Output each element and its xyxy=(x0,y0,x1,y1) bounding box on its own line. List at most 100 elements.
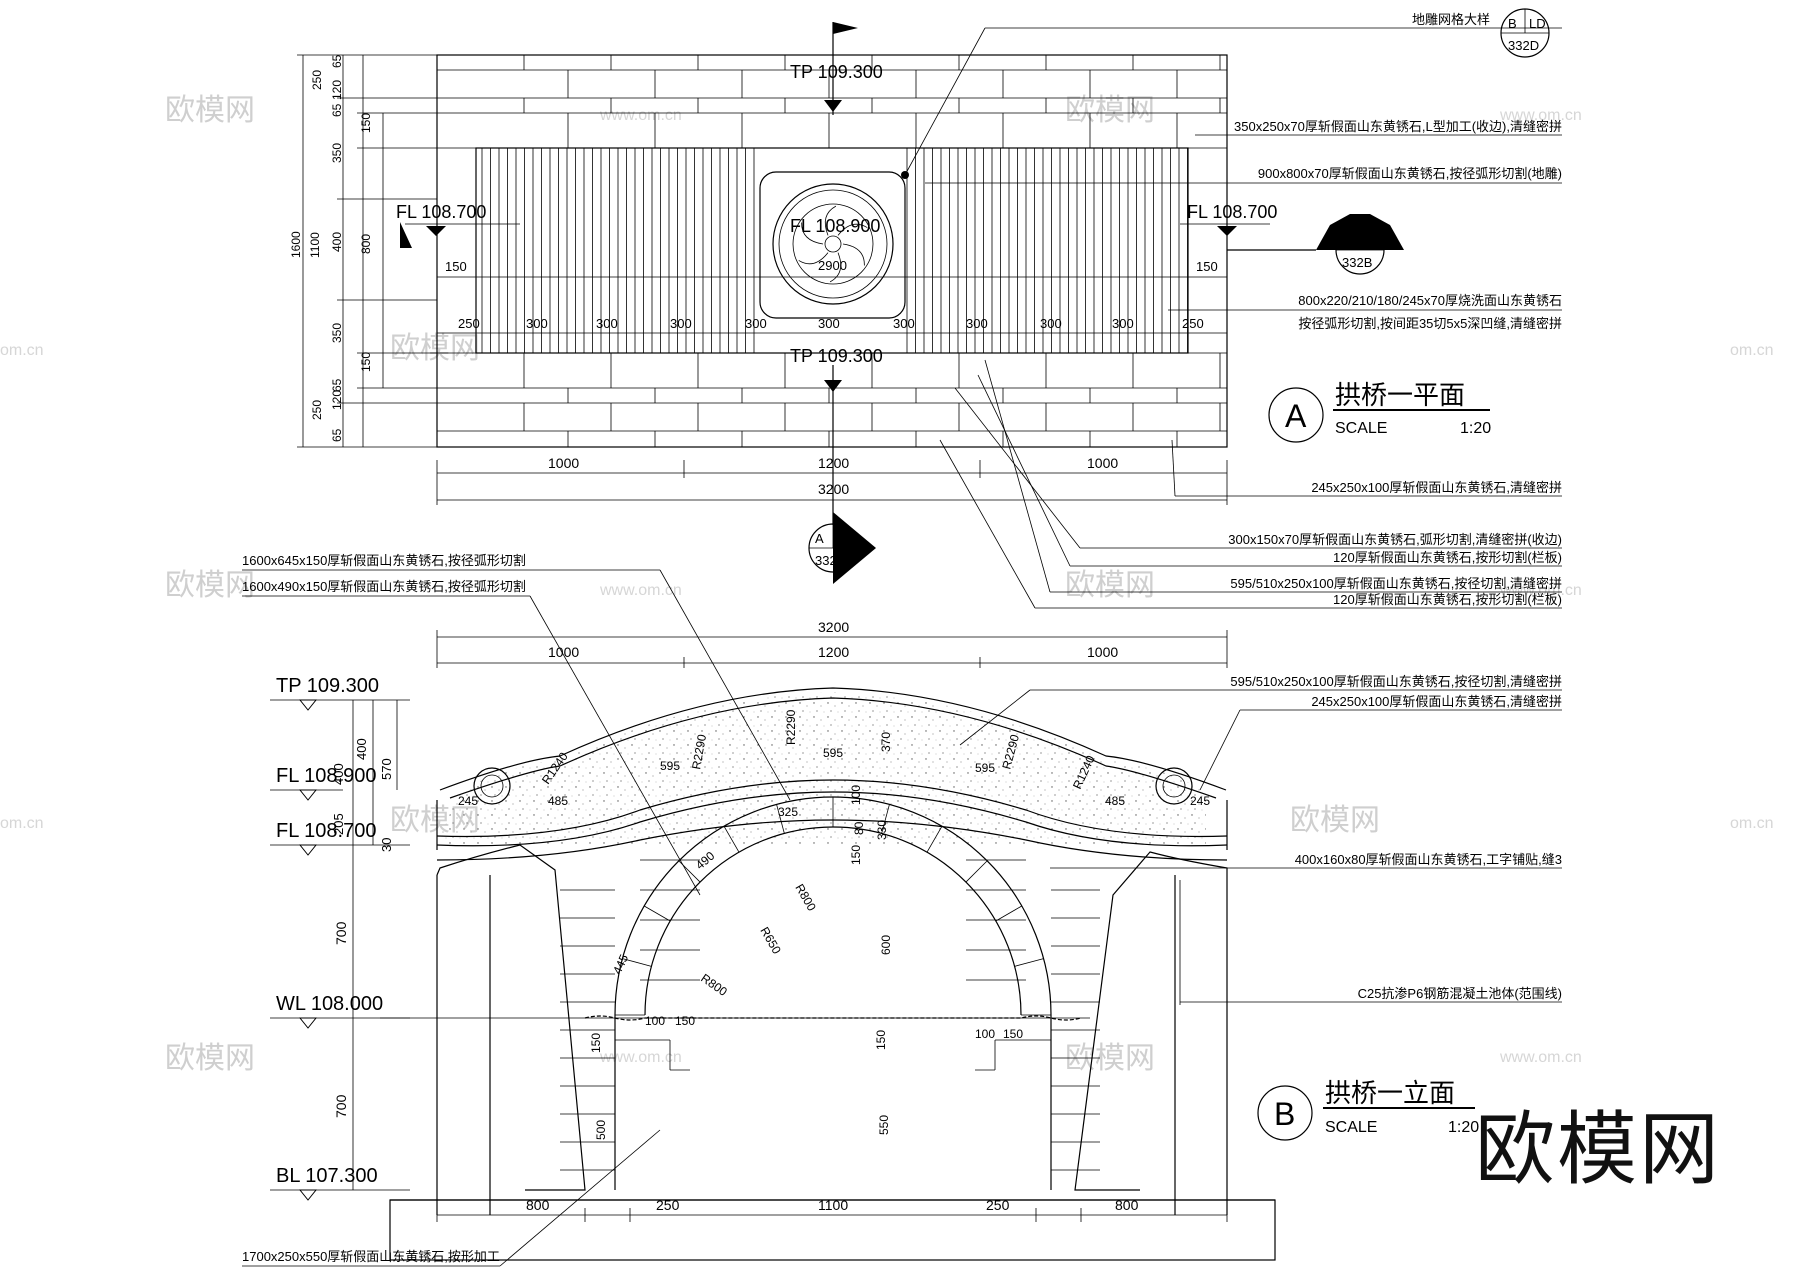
plan-medallion-frame xyxy=(759,171,906,319)
svg-text:205: 205 xyxy=(331,813,346,835)
elev-arch-dim: R2290 xyxy=(784,709,798,745)
plan-outline xyxy=(436,54,1228,448)
plan-fl-left: FL 108.700 xyxy=(396,202,486,222)
plan-scale-label: SCALE xyxy=(1335,420,1387,437)
elev-level: FL 108.700 xyxy=(276,820,376,842)
plan-left-dim: 120 xyxy=(330,80,344,100)
elev-scale-label: SCALE xyxy=(1325,1119,1377,1136)
svg-text:700: 700 xyxy=(333,921,349,945)
plan-callout: 地雕网格大样 xyxy=(1412,12,1490,27)
elev-callout-left-2: 1600x490x150厚斩假面山东黄锈石,按径弧形切割 xyxy=(242,579,526,594)
watermark-url: www.om.cn xyxy=(599,1049,682,1066)
elev-level: BL 107.300 xyxy=(276,1165,378,1187)
plan-inner-dim: 150 xyxy=(1196,259,1218,274)
elev-arch-dim: R650 xyxy=(757,925,784,957)
svg-text:1200: 1200 xyxy=(818,644,849,660)
elev-arch-dim: 80 xyxy=(852,821,866,835)
elev-arch-dim: 370 xyxy=(879,732,893,752)
plan-inner-dim: 300 xyxy=(966,316,988,331)
plan-dim-3200: 3200 xyxy=(818,481,849,497)
plan-inner-dim: 300 xyxy=(596,316,618,331)
elev-arch-dim: 150 xyxy=(675,1014,695,1028)
plan-left-dim: 120 xyxy=(330,390,344,410)
plan-medallion-outer xyxy=(772,183,894,305)
plan-inner-dim: 300 xyxy=(670,316,692,331)
plan-left-dim: 400 xyxy=(330,232,344,252)
watermark-url: om.cn xyxy=(1730,342,1774,359)
plan-callout: 按径弧形切割,按间距35切5x5深凹缝,清缝密拼 xyxy=(1298,316,1562,331)
elev-title: 拱桥一立面 xyxy=(1325,1078,1455,1108)
plan-center-dim: 2900 xyxy=(818,258,847,273)
elev-arch-dim: 150 xyxy=(874,1030,888,1050)
elev-arch-dim: 485 xyxy=(1105,794,1125,808)
elev-arch-dim: 150 xyxy=(1003,1027,1023,1041)
elev-arch-dim: 245 xyxy=(1190,794,1210,808)
watermark-url: om.cn xyxy=(0,342,44,359)
plan-callout: 900x800x70厚斩假面山东黄锈石,按径弧形切割(地雕) xyxy=(1258,166,1562,181)
elev-callout-right: 595/510x250x100厚斩假面山东黄锈石,按径切割,清缝密拼 xyxy=(1230,674,1562,689)
watermark-logo: 欧模网 xyxy=(390,332,480,365)
plan-dim-1000-left: 1000 xyxy=(548,455,579,471)
ref-bubble-bottom: A LD 332C xyxy=(808,512,876,584)
elev-arch-dim: R800 xyxy=(792,882,819,914)
plan-inner-dim: 300 xyxy=(1040,316,1062,331)
svg-text:1000: 1000 xyxy=(548,644,579,660)
elev-title-letter: B xyxy=(1274,1096,1295,1132)
svg-text:LD: LD xyxy=(836,531,853,546)
plan-inner-dim: 150 xyxy=(445,259,467,274)
watermark-logo: 欧模网 xyxy=(165,1042,255,1075)
plan-dim-1200: 1200 xyxy=(818,455,849,471)
svg-text:400: 400 xyxy=(331,763,346,785)
plan-tp-top: TP 109.300 xyxy=(790,62,883,82)
watermark-logo: 欧模网 xyxy=(1065,1042,1155,1075)
ref-bubble-top: B LD 332D xyxy=(1500,8,1550,58)
elev-level: WL 108.000 xyxy=(276,993,383,1015)
plan-callout: 300x150x70厚斩假面山东黄锈石,弧形切割,清缝密拼(收边) xyxy=(1228,532,1562,547)
plan-fl-right: FL 108.700 xyxy=(1187,202,1277,222)
plan-left-dim: 65 xyxy=(330,378,344,392)
elev-arch-dim: 595 xyxy=(823,746,843,760)
svg-text:700: 700 xyxy=(333,1094,349,1118)
elev-callout-bottom: 1700x250x550厚斩假面山东黄锈石,按形加工 xyxy=(242,1249,500,1264)
plan-left-dim: 150 xyxy=(359,352,373,372)
plan-inner-dim: 300 xyxy=(893,316,915,331)
plan-scale-value: 1:20 xyxy=(1460,420,1491,437)
elev-arch-dim: 600 xyxy=(879,935,893,955)
plan-title-circle xyxy=(1268,387,1324,443)
plan-left-dim: 350 xyxy=(330,323,344,343)
svg-text:332B: 332B xyxy=(1342,255,1372,270)
elev-arch-dim: 245 xyxy=(458,794,478,808)
svg-text:400: 400 xyxy=(354,738,369,760)
elev-arch-dim: 150 xyxy=(849,845,863,865)
svg-text:A: A xyxy=(1342,233,1351,248)
elev-arch-dim: 150 xyxy=(589,1033,603,1053)
elev-callout-left-1: 1600x645x150厚斩假面山东黄锈石,按径弧形切割 xyxy=(242,553,526,568)
plan-left-dim: 1100 xyxy=(308,232,322,258)
watermark-logo: 欧模网 xyxy=(1065,94,1155,127)
svg-text:250: 250 xyxy=(656,1197,680,1213)
plan-tp-bottom: TP 109.300 xyxy=(790,346,883,366)
svg-text:30: 30 xyxy=(379,838,394,852)
elev-title-circle xyxy=(1257,1085,1313,1141)
elev-arch-dim: R2290 xyxy=(689,733,709,771)
svg-text:332D: 332D xyxy=(1508,38,1539,53)
plan-callout: 120厚斩假面山东黄锈石,按形切割(栏板) xyxy=(1333,592,1562,607)
plan-left-dim: 65 xyxy=(330,103,344,117)
elev-arch-dim: 595 xyxy=(660,759,680,773)
elev-level: FL 108.900 xyxy=(276,765,376,787)
elev-arch-dim: R800 xyxy=(698,971,730,999)
plan-inner-dim: 300 xyxy=(1112,316,1134,331)
watermark-logo: 欧模网 xyxy=(1065,569,1155,602)
plan-left-dim: 65 xyxy=(330,54,344,68)
svg-text:800: 800 xyxy=(1115,1197,1139,1213)
plan-inner-dim: 250 xyxy=(1182,316,1204,331)
watermark-url: www.om.cn xyxy=(1499,107,1582,124)
watermark-logo: 欧模网 xyxy=(165,569,255,602)
svg-text:332C: 332C xyxy=(815,553,846,568)
plan-left-dim: 250 xyxy=(310,70,324,90)
plan-inner-dim: 300 xyxy=(745,316,767,331)
plan-title-letter: A xyxy=(1285,398,1307,434)
elev-arch-dim: 500 xyxy=(594,1120,608,1140)
